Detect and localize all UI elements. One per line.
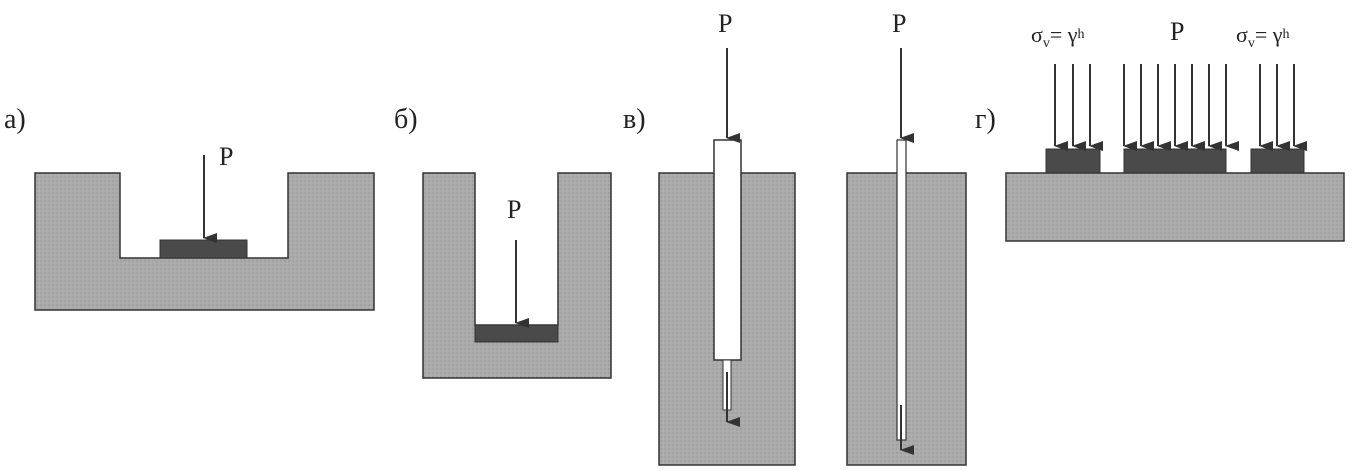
load-label: P	[507, 195, 521, 224]
panel-v: в) P P	[623, 9, 967, 466]
panel-a: а) P	[4, 104, 375, 311]
load-plate	[159, 239, 248, 259]
soil-trench-shallow	[34, 172, 375, 311]
overburden-plate-right	[1250, 148, 1305, 174]
thin-rod	[896, 139, 907, 441]
panel-g: г) P σv= γh σv= γh	[975, 17, 1345, 242]
load-label: P	[219, 142, 233, 171]
panel-g-label: г)	[975, 104, 996, 135]
stress-label-left: σv= γh	[1031, 22, 1085, 51]
load-label: P	[718, 9, 732, 38]
panel-b: б) P	[394, 104, 612, 379]
load-plate-center	[1123, 148, 1227, 174]
panel-a-label: а)	[4, 104, 26, 135]
load-label: P	[892, 9, 906, 38]
load-plate	[474, 324, 559, 343]
soil-trench-deep	[422, 172, 612, 379]
overburden-plate-left	[1045, 148, 1101, 174]
soil-layer	[1005, 172, 1345, 242]
panel-v-label: в)	[623, 104, 646, 135]
casing-pipe	[713, 139, 742, 361]
stress-label-right: σv= γh	[1236, 22, 1290, 51]
load-label: P	[1170, 17, 1184, 46]
panel-b-label: б)	[394, 104, 418, 135]
